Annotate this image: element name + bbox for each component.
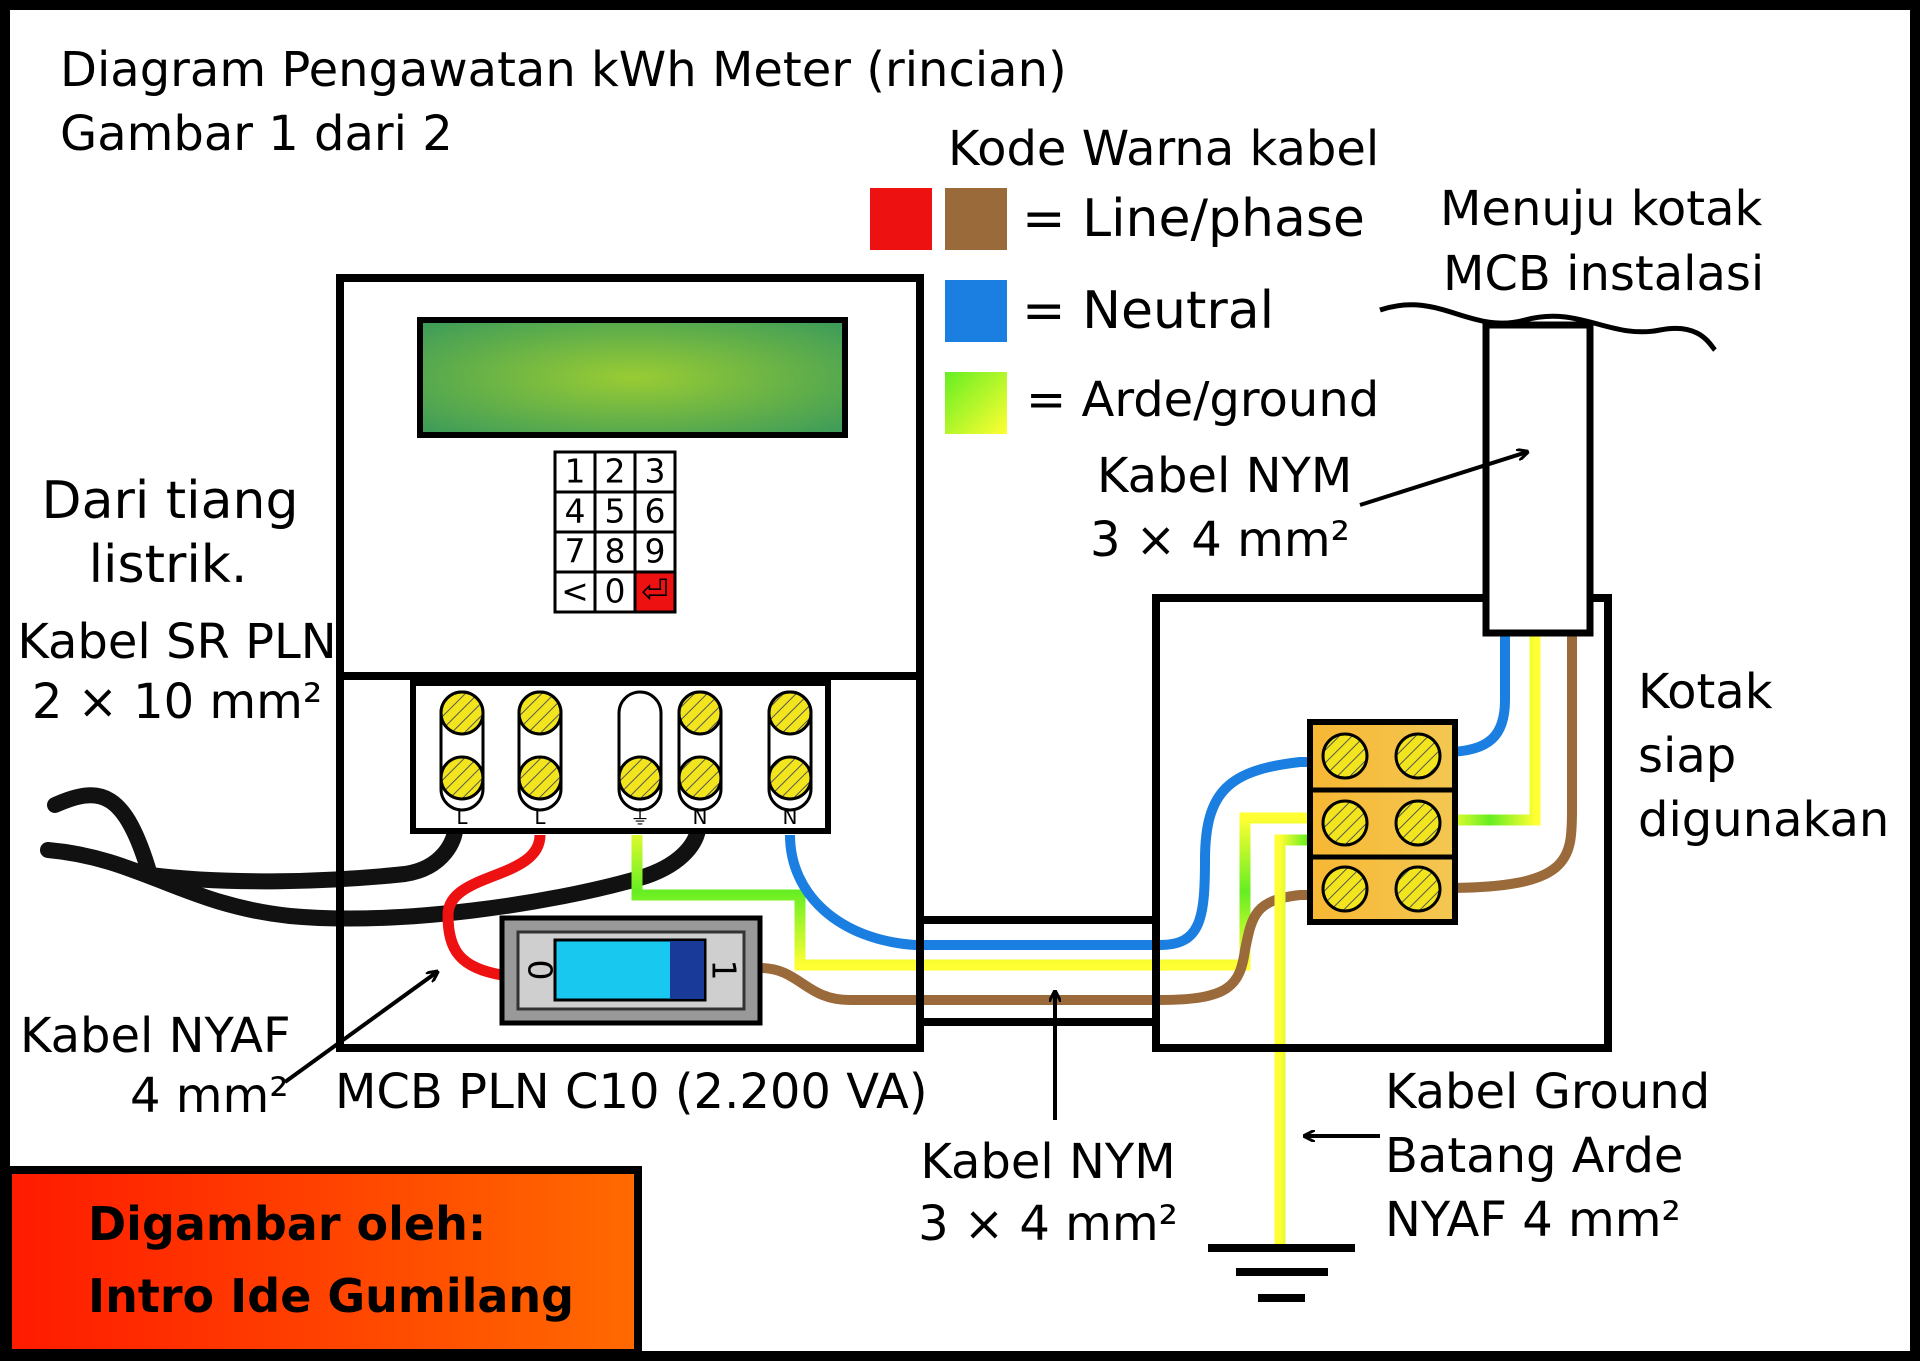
mcb-toggle-knob	[670, 941, 704, 999]
line-wire-out	[1444, 630, 1577, 893]
keypad-key[interactable]	[593, 490, 637, 534]
legend-line-phase: = Line/phase	[1022, 189, 1365, 249]
keypad-key-label: 6	[645, 492, 666, 531]
screw-icon[interactable]	[1321, 799, 1369, 847]
outgoing-conduit	[1482, 321, 1594, 637]
legend-swatch-blue	[945, 280, 1007, 342]
credit-box: Digambar oleh: Intro Ide Gumilang	[4, 1166, 642, 1357]
terminal-label: ⏚	[630, 805, 650, 829]
label-nym-bottom-size: 3 × 4 mm²	[918, 1196, 1178, 1252]
mcb-off-mark: 0	[521, 960, 560, 981]
keypad-key-label: 8	[605, 532, 626, 571]
neutral-wire-out	[1444, 630, 1510, 757]
label-sr-cable-size: 2 × 10 mm²	[32, 674, 322, 730]
keypad-key-label: 4	[565, 492, 586, 531]
mcb-on-mark: 1	[705, 960, 744, 981]
meter-lcd-display	[417, 317, 848, 438]
screw-icon[interactable]	[1321, 732, 1369, 780]
ready-box	[1152, 594, 1612, 1052]
screw-icon[interactable]	[1394, 732, 1442, 780]
screw-icon[interactable]	[617, 755, 663, 801]
label-nyaf-size: 4 mm²	[130, 1068, 289, 1124]
label-sr-cable: Kabel SR PLN	[17, 614, 336, 670]
wires	[40, 630, 1577, 1245]
label-ground-cable-2: Batang Arde	[1385, 1128, 1683, 1184]
terminal-label: L	[534, 805, 546, 829]
screw-icon[interactable]	[677, 690, 723, 736]
legend-title: Kode Warna kabel	[948, 121, 1379, 177]
label-nym-top-size: 3 × 4 mm²	[1090, 512, 1350, 568]
arrow-nyaf	[283, 972, 437, 1084]
credit-drawn-by: Digambar oleh:	[88, 1197, 486, 1251]
sr-cable-2	[40, 822, 706, 927]
keypad-key[interactable]	[553, 530, 597, 574]
keypad-key-label: 5	[605, 492, 626, 531]
screw-icon[interactable]	[1321, 865, 1369, 913]
terminal-label: N	[783, 805, 798, 829]
label-ground-cable-3: NYAF 4 mm²	[1385, 1192, 1681, 1248]
label-nym-top: Kabel NYM	[1097, 448, 1352, 504]
screw-icon[interactable]	[767, 690, 813, 736]
credit-author: Intro Ide Gumilang	[88, 1269, 574, 1323]
diagram-subtitle: Gambar 1 dari 2	[60, 106, 453, 162]
keypad-key[interactable]	[593, 570, 637, 614]
label-ground-cable: Kabel Ground	[1385, 1064, 1710, 1120]
label-to-mcb-box: Menuju kotak	[1440, 181, 1762, 237]
color-legend: Kode Warna kabel = Line/phase = Neutral …	[870, 121, 1379, 434]
meter-lower-box	[336, 672, 924, 1052]
label-mcb: MCB PLN C10 (2.200 VA)	[335, 1064, 928, 1120]
label-ready-box-3: digunakan	[1638, 792, 1889, 848]
keypad-key-label: 1	[565, 452, 586, 491]
keypad-key[interactable]	[633, 570, 677, 614]
label-from-pole: Dari tiang	[42, 471, 299, 531]
legend-neutral: = Neutral	[1022, 281, 1274, 341]
meter-terminals: L L ⏚ N N	[439, 690, 813, 829]
earth-symbol-icon	[1208, 1244, 1355, 1302]
arrow-nym-top	[1359, 452, 1527, 507]
screw-icon[interactable]	[517, 755, 563, 801]
junction-terminal-block	[1307, 719, 1458, 925]
diagram-title: Diagram Pengawatan kWh Meter (rincian)	[60, 42, 1067, 98]
mcb-pln: 0 1	[499, 915, 763, 1026]
legend-swatch-ground	[945, 372, 1007, 434]
keypad-key-label: ⏎	[641, 572, 669, 611]
label-nyaf: Kabel NYAF	[20, 1008, 291, 1064]
screw-icon[interactable]	[1394, 799, 1442, 847]
legend-swatch-red	[870, 188, 932, 250]
screw-icon[interactable]	[439, 755, 485, 801]
ground-wire-out	[1445, 630, 1541, 826]
label-ready-box-2: siap	[1638, 728, 1736, 784]
screw-icon[interactable]	[1394, 865, 1442, 913]
cut-line	[1379, 302, 1717, 352]
terminal-label: N	[693, 805, 708, 829]
keypad-key[interactable]	[633, 450, 677, 494]
keypad-key-label: 0	[605, 572, 626, 611]
label-ready-box: Kotak	[1638, 664, 1773, 720]
legend-ground: = Arde/ground	[1026, 372, 1379, 428]
keypad-key-label: 9	[645, 532, 666, 571]
neutral-wire-meter	[785, 757, 1335, 950]
screw-icon[interactable]	[439, 690, 485, 736]
label-nym-bottom: Kabel NYM	[920, 1134, 1175, 1190]
nyaf-line-wire	[442, 834, 546, 981]
terminal-label: L	[456, 805, 468, 829]
keypad-key-label: 7	[565, 532, 586, 571]
legend-swatch-brown	[945, 188, 1007, 250]
keypad-key[interactable]	[633, 490, 677, 534]
label-from-pole-2: listrik.	[89, 535, 248, 595]
screw-icon[interactable]	[767, 755, 813, 801]
keypad-key-label: 3	[645, 452, 666, 491]
line-wire-mcb-out	[759, 890, 1335, 1005]
sr-cable-1	[47, 787, 463, 890]
keypad-key-label: 2	[605, 452, 626, 491]
label-to-mcb-box-2: MCB instalasi	[1443, 246, 1764, 302]
screw-icon[interactable]	[517, 690, 563, 736]
keypad-key-label: <	[561, 572, 589, 611]
screw-icon[interactable]	[677, 755, 723, 801]
